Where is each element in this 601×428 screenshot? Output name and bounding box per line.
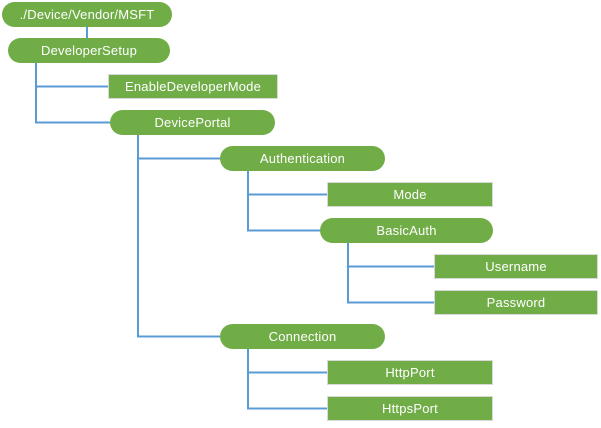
connector-deviceportal-to-connection (137, 135, 220, 338)
connector-authentication-to-mode (247, 171, 327, 196)
connector-authentication-to-basicauth (247, 171, 320, 232)
tree-node-label: EnableDeveloperMode (124, 79, 262, 94)
tree-node-label: DevicePortal (154, 115, 231, 130)
connector-basicauth-to-password (347, 243, 434, 304)
tree-node-label: Connection (268, 329, 337, 344)
connector-connection-to-httpsport (247, 349, 327, 410)
connector-basicauth-to-username (347, 243, 434, 268)
tree-node-label: BasicAuth (376, 223, 437, 238)
tree-node-username[interactable]: Username (434, 254, 598, 279)
tree-node-deviceportal[interactable]: DevicePortal (110, 110, 275, 135)
tree-node-httpport[interactable]: HttpPort (327, 360, 493, 385)
tree-node-password[interactable]: Password (434, 290, 598, 315)
tree-node-root[interactable]: ./Device/Vendor/MSFT (2, 2, 172, 27)
tree-node-label: Mode (393, 187, 427, 202)
tree-node-authentication[interactable]: Authentication (220, 146, 385, 171)
tree-node-developersetup[interactable]: DeveloperSetup (8, 38, 170, 63)
tree-node-label: DeveloperSetup (40, 43, 138, 58)
connector-connection-to-httpport (247, 349, 327, 374)
tree-node-label: Username (485, 259, 547, 274)
connector-developersetup-to-deviceportal (35, 63, 110, 124)
connector-deviceportal-to-authentication (137, 135, 220, 160)
tree-node-enabledevelopermode[interactable]: EnableDeveloperMode (108, 74, 278, 99)
tree-node-basicauth[interactable]: BasicAuth (320, 218, 493, 243)
tree-node-label: Authentication (259, 151, 346, 166)
tree-node-label: ./Device/Vendor/MSFT (19, 7, 155, 22)
tree-node-label: Password (486, 295, 546, 310)
tree-node-httpsport[interactable]: HttpsPort (327, 396, 493, 421)
connector-developersetup-to-enabledevelopermode (35, 63, 108, 88)
tree-node-connection[interactable]: Connection (220, 324, 385, 349)
tree-node-label: HttpsPort (382, 401, 438, 416)
tree-node-label: HttpPort (385, 365, 435, 380)
tree-node-mode[interactable]: Mode (327, 182, 493, 207)
